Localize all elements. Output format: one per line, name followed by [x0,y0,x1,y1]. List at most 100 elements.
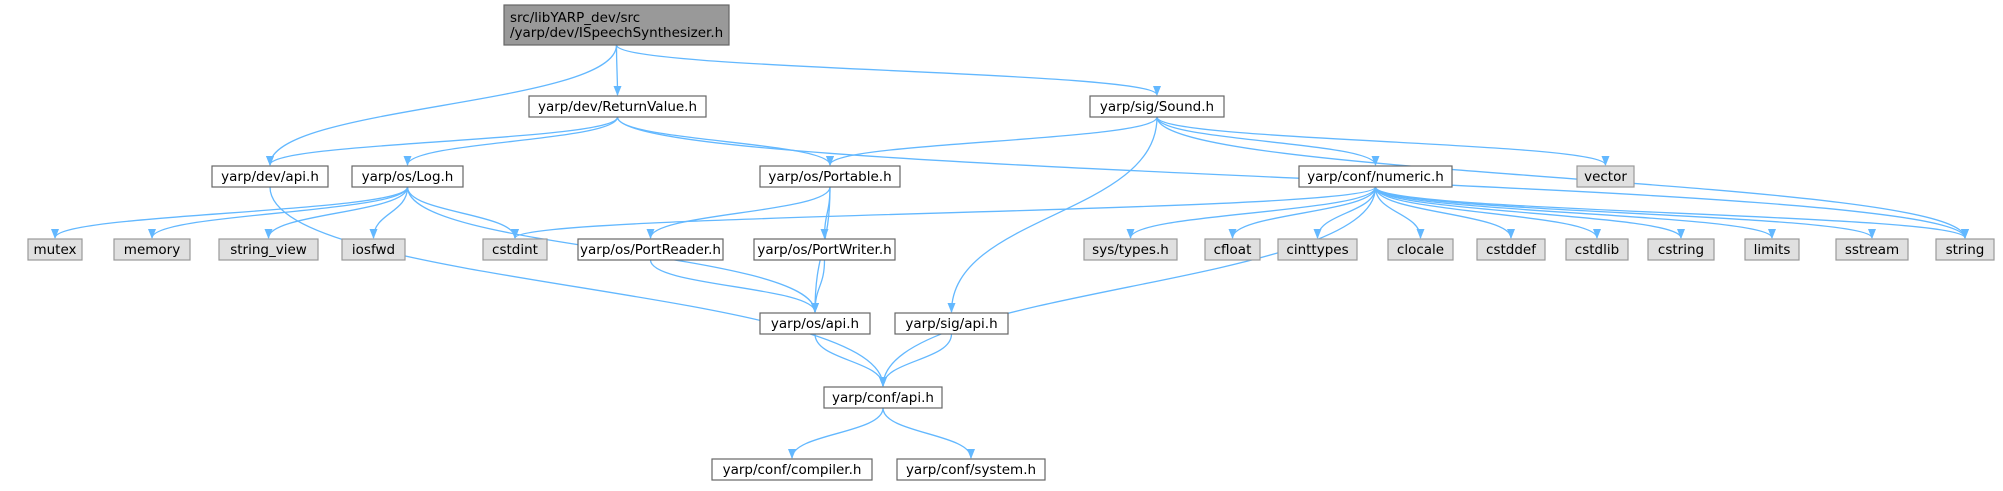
node-string[interactable]: string [1935,238,1995,261]
node-vector[interactable]: vector [1576,165,1635,188]
node-clocale-box[interactable] [1387,238,1454,261]
node-sig-api[interactable]: yarp/sig/api.h [894,312,1009,335]
node-conf-api[interactable]: yarp/conf/api.h [823,386,943,409]
edge-sound-to-sig-api [947,116,1158,313]
node-string-view-label-0: string_view [230,242,307,258]
edge-numeric-to-systypes [1126,186,1377,239]
node-numeric-box[interactable] [1298,165,1453,188]
node-dev-api-box[interactable] [211,165,329,188]
edge-numeric-to-cstddef [1374,186,1515,239]
node-dev-api-label-0: yarp/dev/api.h [221,169,319,185]
node-portable[interactable]: yarp/os/Portable.h [759,165,901,188]
node-limits[interactable]: limits [1744,238,1800,261]
node-cstdlib-box[interactable] [1565,238,1629,261]
node-conf-api-box[interactable] [823,386,943,409]
edges-layer [51,44,1969,459]
node-returnvalue-box[interactable] [528,95,707,118]
node-cfloat-label-0: cfloat [1214,242,1252,258]
node-compiler-box[interactable] [711,458,873,481]
node-portreader-box[interactable] [577,238,724,261]
node-portable-box[interactable] [759,165,901,188]
node-limits-box[interactable] [1744,238,1800,261]
node-cstdint[interactable]: cstdint [482,238,548,261]
node-cstddef[interactable]: cstddef [1476,238,1546,261]
node-dev-api[interactable]: yarp/dev/api.h [211,165,329,188]
node-mutex-label-0: mutex [33,242,76,258]
node-sstream-box[interactable] [1835,238,1909,261]
node-portable-label-0: yarp/os/Portable.h [768,169,891,185]
edge-numeric-to-cstdlib [1374,186,1601,239]
node-sig-api-label-0: yarp/sig/api.h [905,316,997,332]
node-portwriter-box[interactable] [753,238,896,261]
node-ispeech[interactable]: src/libYARP_dev/src/yarp/dev/ISpeechSynt… [503,4,730,46]
node-cstdint-box[interactable] [482,238,548,261]
edge-numeric-to-cstring [1374,186,1685,239]
node-iosfwd-box[interactable] [341,238,406,261]
node-cstdint-label-0: cstdint [492,242,538,258]
node-string-view[interactable]: string_view [218,238,319,261]
node-cinttypes[interactable]: cinttypes [1277,238,1358,261]
edge-dev-api-to-conf-api [269,186,887,387]
node-log[interactable]: yarp/os/Log.h [351,165,464,188]
node-string-box[interactable] [1935,238,1995,261]
node-system[interactable]: yarp/conf/system.h [896,458,1046,481]
node-cfloat[interactable]: cfloat [1204,238,1261,261]
node-ispeech-box[interactable] [503,4,730,46]
node-vector-label-0: vector [1584,169,1627,185]
node-string-view-box[interactable] [218,238,319,261]
node-clocale[interactable]: clocale [1387,238,1454,261]
edge-sound-to-portable [826,116,1158,166]
node-portwriter-label-0: yarp/os/PortWriter.h [757,242,891,258]
node-os-api[interactable]: yarp/os/api.h [759,312,871,335]
node-cfloat-box[interactable] [1204,238,1261,261]
node-portwriter[interactable]: yarp/os/PortWriter.h [753,238,896,261]
node-memory[interactable]: memory [113,238,191,261]
node-sound[interactable]: yarp/sig/Sound.h [1089,95,1225,118]
node-compiler[interactable]: yarp/conf/compiler.h [711,458,873,481]
node-returnvalue[interactable]: yarp/dev/ReturnValue.h [528,95,707,118]
node-systypes[interactable]: sys/types.h [1083,238,1178,261]
node-cinttypes-box[interactable] [1277,238,1358,261]
edge-log-to-mutex [51,186,409,239]
node-cstring-box[interactable] [1647,238,1715,261]
node-sstream[interactable]: sstream [1835,238,1909,261]
node-cstring-label-0: cstring [1658,242,1704,258]
node-memory-box[interactable] [113,238,191,261]
node-sound-box[interactable] [1089,95,1225,118]
node-sound-label-0: yarp/sig/Sound.h [1100,99,1214,115]
edge-os-api-to-conf-api [814,333,887,387]
node-cstddef-label-0: cstddef [1486,242,1537,258]
node-os-api-label-0: yarp/os/api.h [771,316,859,332]
node-iosfwd[interactable]: iosfwd [341,238,406,261]
node-cstdlib[interactable]: cstdlib [1565,238,1629,261]
node-system-label-0: yarp/conf/system.h [906,462,1036,478]
node-log-box[interactable] [351,165,464,188]
node-system-box[interactable] [896,458,1046,481]
node-compiler-label-0: yarp/conf/compiler.h [723,462,862,478]
edge-numeric-to-cfloat [1228,186,1377,239]
edge-numeric-to-clocale [1374,186,1425,239]
node-systypes-box[interactable] [1083,238,1178,261]
node-sig-api-box[interactable] [894,312,1009,335]
node-cstddef-box[interactable] [1476,238,1546,261]
edge-log-to-string-view [264,186,409,239]
node-mutex[interactable]: mutex [27,238,83,261]
edge-portwriter-to-os-api [811,259,826,313]
edge-returnvalue-to-dev-api [266,116,619,166]
node-cinttypes-label-0: cinttypes [1286,242,1348,258]
node-portreader[interactable]: yarp/os/PortReader.h [577,238,724,261]
node-limits-label-0: limits [1754,242,1791,258]
edge-conf-api-to-compiler [788,407,884,459]
edge-sound-to-string [1156,116,1969,239]
edge-sound-to-vector [1156,116,1610,166]
node-numeric[interactable]: yarp/conf/numeric.h [1298,165,1453,188]
edge-conf-api-to-system [882,407,975,459]
node-mutex-box[interactable] [27,238,83,261]
edge-numeric-to-limits [1374,186,1776,239]
node-vector-box[interactable] [1576,165,1635,188]
node-os-api-box[interactable] [759,312,871,335]
node-cstring[interactable]: cstring [1647,238,1715,261]
edge-log-to-memory [148,186,409,239]
edge-returnvalue-to-portable [616,116,834,166]
